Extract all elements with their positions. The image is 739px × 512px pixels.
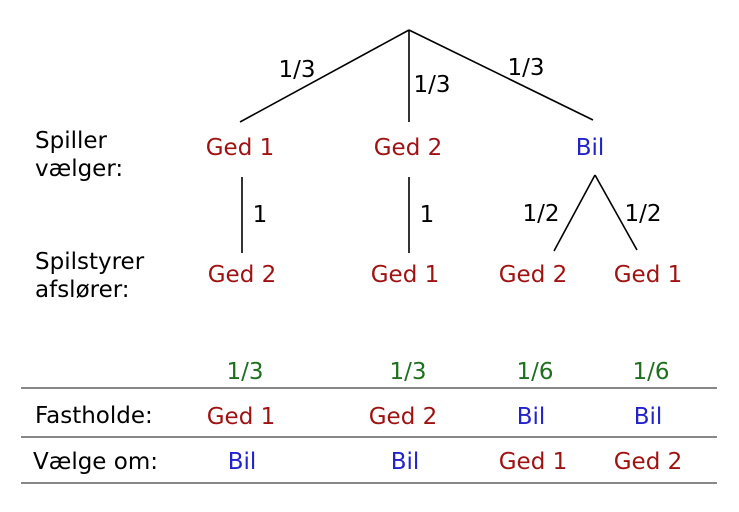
row-label-player-chooses: Spiller vælger: xyxy=(35,127,123,183)
stay-value-3: Bil xyxy=(516,404,546,430)
branch-bil-reveal-left xyxy=(553,174,596,252)
row-label-switch: Vælge om: xyxy=(33,449,158,475)
switch-value-1: Bil xyxy=(227,449,257,475)
prob-reveal-bil-left: 1/2 xyxy=(522,201,560,227)
branch-bil-reveal-right xyxy=(594,174,638,251)
stay-value-4: Bil xyxy=(633,404,663,430)
outcome-prob-3: 1/6 xyxy=(516,359,554,385)
prob-root-right: 1/3 xyxy=(507,55,545,81)
prob-root-mid: 1/3 xyxy=(413,72,451,98)
prob-reveal-ged2: 1 xyxy=(419,202,435,228)
row-label-host-reveals-line1: Spilstyrer xyxy=(35,249,145,275)
node-choice-bil: Bil xyxy=(575,135,605,161)
prob-root-left: 1/3 xyxy=(278,57,316,83)
prob-reveal-ged1: 1 xyxy=(252,202,268,228)
node-reveal-1: Ged 2 xyxy=(207,262,277,288)
row-label-stay: Fastholde: xyxy=(35,403,153,429)
stay-value-2: Ged 2 xyxy=(368,404,438,430)
node-reveal-4: Ged 1 xyxy=(613,262,683,288)
outcome-prob-4: 1/6 xyxy=(632,359,670,385)
node-choice-ged1: Ged 1 xyxy=(205,135,275,161)
outcome-prob-2: 1/3 xyxy=(389,359,427,385)
branch-root-to-ged1 xyxy=(239,29,410,123)
node-reveal-2: Ged 1 xyxy=(370,262,440,288)
stay-value-1: Ged 1 xyxy=(206,404,276,430)
node-choice-ged2: Ged 2 xyxy=(373,135,443,161)
row-label-player-chooses-line2: vælger: xyxy=(35,156,124,182)
row-label-host-reveals-line2: afslører: xyxy=(35,277,130,303)
row-label-host-reveals: Spilstyrer afslører: xyxy=(35,248,144,304)
branch-root-to-bil xyxy=(408,29,594,121)
switch-value-3: Ged 1 xyxy=(498,449,568,475)
node-reveal-3: Ged 2 xyxy=(498,262,568,288)
switch-value-4: Ged 2 xyxy=(613,449,683,475)
prob-reveal-bil-right: 1/2 xyxy=(624,201,662,227)
switch-value-2: Bil xyxy=(390,449,420,475)
row-label-player-chooses-line1: Spiller xyxy=(35,128,107,154)
outcome-prob-1: 1/3 xyxy=(226,359,264,385)
